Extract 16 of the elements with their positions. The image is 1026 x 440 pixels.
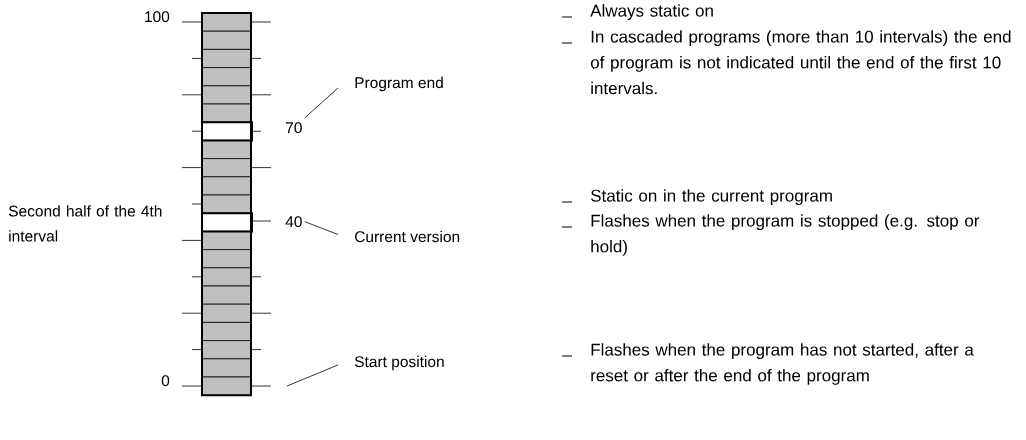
callout-text: 70: [286, 122, 302, 134]
bullet-text: Flashes when the program has not started, after a reset or after the end of the program: [591, 343, 974, 385]
leader-line: [304, 87, 339, 119]
bullet-text: In cascaded programs (more than 10 intervals) the end of program is not indicated until the end of the first 10 intervals.: [590, 30, 1011, 95]
bullet-text: Always static on: [590, 4, 713, 21]
callout-text: Current version: [355, 230, 460, 243]
callout-text: Start position: [354, 355, 444, 371]
scale-number: 0: [161, 375, 170, 387]
scale-number: 100: [145, 11, 170, 23]
bullet-text: Static on in the current program: [590, 189, 832, 206]
bullet-text: Flashes when the program is stopped (e.g. stop or hold): [591, 214, 980, 256]
callout-text: 40: [285, 216, 302, 228]
callout-text: Program end: [355, 76, 443, 92]
annotation-text: Second half of the 4th interval: [8, 205, 162, 242]
leader-line: [304, 221, 339, 235]
leader-line: [286, 364, 339, 387]
